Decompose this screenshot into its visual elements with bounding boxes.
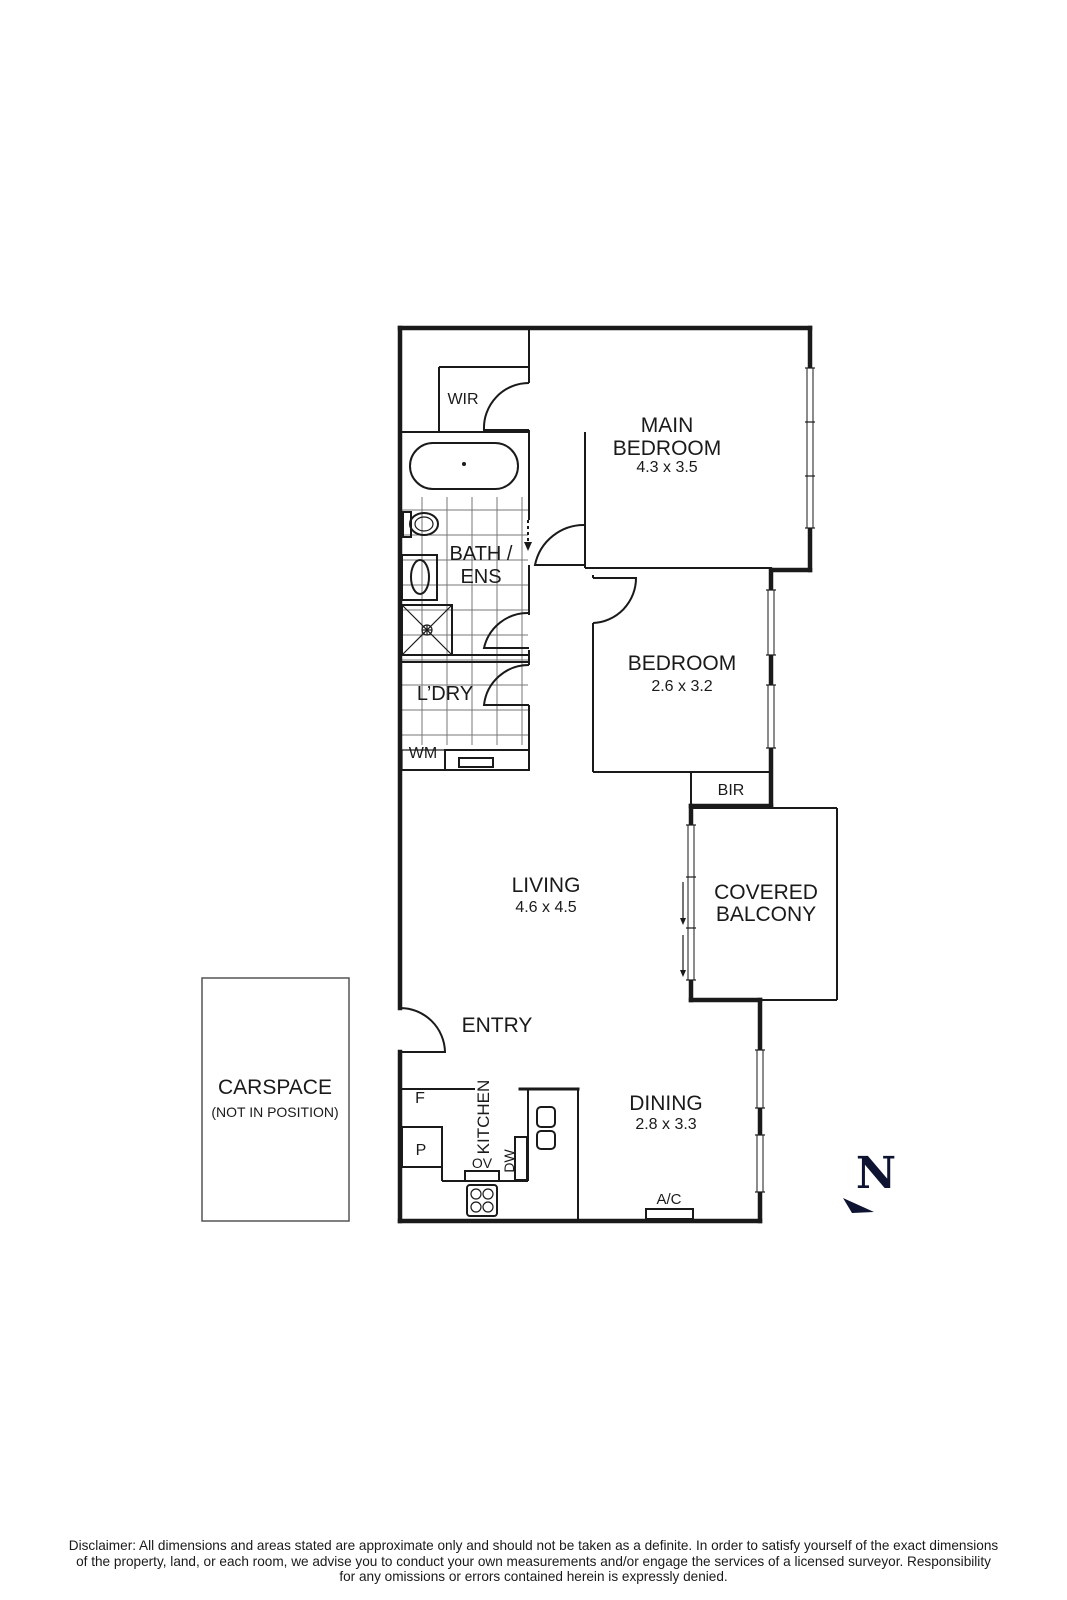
room-label-entry: ENTRY bbox=[462, 1014, 533, 1037]
disclaimer-line-2: of the property, land, or each room, we … bbox=[76, 1553, 991, 1569]
cooktop bbox=[466, 1184, 498, 1217]
kitchen-sink bbox=[536, 1106, 556, 1128]
bathroom-tiles bbox=[402, 497, 528, 745]
room-label-main-bedroom: MAIN bbox=[641, 414, 694, 437]
room-label-balcony: BALCONY bbox=[716, 903, 816, 926]
room-dims-dining: 2.8 x 3.3 bbox=[635, 1116, 696, 1133]
room-label-kitchen: KITCHEN bbox=[474, 1080, 493, 1155]
disclaimer: Disclaimer: All dimensions and areas sta… bbox=[0, 1538, 1067, 1585]
disclaimer-line-1: Disclaimer: All dimensions and areas sta… bbox=[68, 1538, 999, 1553]
label-dishwasher: DW bbox=[501, 1149, 517, 1173]
room-label-wir: WIR bbox=[447, 391, 478, 408]
room-label-laundry: L’DRY bbox=[417, 683, 473, 705]
dishwasher bbox=[514, 1136, 528, 1181]
north-label: N bbox=[856, 1148, 896, 1199]
oven bbox=[464, 1170, 500, 1182]
room-label-dining: DINING bbox=[629, 1092, 703, 1115]
north-arrow-icon bbox=[843, 1198, 874, 1213]
label-oven: OV bbox=[472, 1155, 493, 1171]
fixtures bbox=[401, 442, 694, 1220]
bathtub bbox=[409, 442, 519, 490]
north-compass: N bbox=[843, 1148, 896, 1213]
room-label-bir: BIR bbox=[718, 782, 745, 799]
room-label-bedroom: BEDROOM bbox=[628, 652, 737, 675]
label-pantry: P bbox=[416, 1142, 427, 1159]
disclaimer-line-3: for any omissions or errors contained he… bbox=[339, 1569, 728, 1584]
basin bbox=[401, 554, 438, 601]
carspace-outline bbox=[201, 977, 350, 1222]
room-label-covered: COVERED bbox=[714, 881, 818, 904]
room-label-carspace: CARSPACE bbox=[218, 1076, 332, 1099]
exterior-walls bbox=[397, 325, 813, 1224]
windows bbox=[680, 367, 815, 1193]
ac-unit bbox=[645, 1208, 694, 1220]
label-ac: A/C bbox=[656, 1191, 681, 1208]
room-label-main-bedroom-2: BEDROOM bbox=[613, 437, 722, 460]
room-label-wm: WM bbox=[409, 745, 437, 762]
room-dims-bedroom: 2.6 x 3.2 bbox=[651, 678, 712, 695]
room-label-ens: ENS bbox=[460, 566, 501, 588]
carspace-note: (NOT IN POSITION) bbox=[211, 1104, 338, 1120]
room-dims-living: 4.6 x 4.5 bbox=[515, 899, 576, 916]
label-fridge: F bbox=[415, 1090, 425, 1107]
shower bbox=[401, 604, 453, 656]
room-label-bath: BATH / bbox=[450, 543, 513, 565]
room-labels: WIR MAIN BEDROOM 4.3 x 3.5 BATH / ENS L’… bbox=[211, 391, 818, 1208]
room-dims-main-bedroom: 4.3 x 3.5 bbox=[636, 459, 697, 476]
room-label-living: LIVING bbox=[512, 874, 581, 897]
doors bbox=[399, 381, 638, 1053]
